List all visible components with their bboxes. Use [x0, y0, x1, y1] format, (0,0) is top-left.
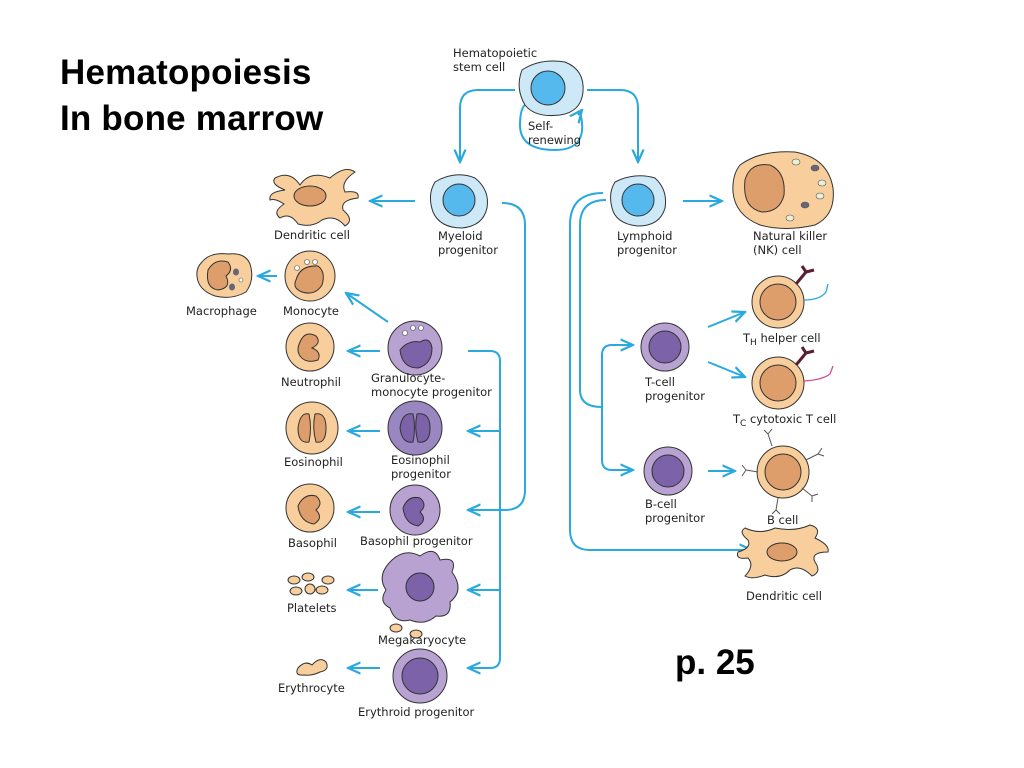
- label-b-prog-line2: progenitor: [645, 511, 705, 525]
- label-megakaryocyte: Megakaryocyte: [378, 633, 466, 647]
- b-cell-progenitor-cell: [643, 446, 693, 496]
- neutrophil-cell: [285, 322, 335, 372]
- slide-title-line1: Hematopoiesis: [60, 53, 312, 92]
- arrow-t-to-tc: [707, 361, 745, 377]
- self-renewing-loop: [518, 103, 584, 152]
- myeloid-trunk: [468, 350, 501, 668]
- label-macrophage: Macrophage: [186, 304, 257, 318]
- label-eosinophil: Eosinophil: [284, 455, 343, 469]
- label-myeloid-line2: progenitor: [438, 243, 498, 257]
- basophil-progenitor-cell: [389, 484, 441, 536]
- arrow-stem-to-myeloid: [460, 89, 515, 162]
- label-tc-cell: TC cytotoxic T cell: [732, 412, 836, 429]
- lymphoid-progenitor-cell: [610, 175, 666, 227]
- eosinophil-progenitor-cell: [387, 400, 443, 456]
- label-monocyte: Monocyte: [283, 304, 339, 318]
- myeloid-progenitor-cell: [429, 174, 488, 229]
- stem-cell: [518, 60, 584, 116]
- label-nk-line2: (NK) cell: [753, 243, 802, 257]
- tc-cytotoxic-cell: [751, 346, 834, 410]
- label-neutrophil: Neutrophil: [281, 375, 341, 389]
- label-myeloid-line1: Myeloid: [438, 229, 483, 243]
- label-t-prog-line2: progenitor: [645, 389, 705, 403]
- label-gm-line2: monocyte progenitor: [371, 385, 492, 399]
- label-eos-prog-line1: Eosinophil: [391, 453, 450, 467]
- label-erythroid-prog: Erythroid progenitor: [358, 705, 474, 719]
- erythroid-progenitor-cell: [392, 648, 448, 704]
- label-platelets: Platelets: [287, 601, 337, 615]
- label-t-prog-line1: T-cell: [644, 375, 675, 389]
- label-self-renew-line2: renewing: [528, 133, 581, 147]
- arrow-gm-to-monocyte: [346, 293, 389, 323]
- lymphoid-tb-trunk: [601, 344, 633, 470]
- antibody-receptors-icon: [741, 428, 825, 515]
- label-baso-prog: Basophil progenitor: [360, 534, 473, 548]
- label-dendritic-right: Dendritic cell: [746, 589, 822, 603]
- label-basophil: Basophil: [288, 536, 337, 550]
- megakaryocyte-cell: [381, 550, 459, 639]
- label-erythrocyte: Erythrocyte: [278, 681, 345, 695]
- label-th-cell: TH helper cell: [742, 331, 821, 348]
- connectors: [258, 89, 752, 668]
- monocyte-cell: [284, 250, 336, 302]
- th-helper-cell: [751, 265, 829, 329]
- eosinophil-cell: [285, 401, 339, 455]
- gm-progenitor-cell: [387, 320, 443, 376]
- label-gm-line1: Granulocyte-: [371, 371, 445, 385]
- macrophage-cell: [196, 253, 253, 298]
- myeloid-branch-line: [468, 202, 526, 510]
- labels: Hematopoietic stem cell Self- renewing M…: [186, 46, 836, 719]
- label-eos-prog-line2: progenitor: [391, 467, 451, 481]
- dendritic-cell-right: [737, 524, 829, 579]
- arrow-t-to-th: [707, 312, 745, 328]
- label-dendritic-left: Dendritic cell: [274, 228, 350, 242]
- page-reference: p. 25: [675, 643, 755, 682]
- arrow-stem-to-lymphoid: [587, 89, 638, 162]
- b-cell: [741, 428, 825, 515]
- slide-title-line2: In bone marrow: [60, 99, 324, 138]
- t-cell-progenitor-cell: [640, 322, 690, 372]
- dendritic-cell-left: [269, 169, 359, 227]
- label-b-prog-line1: B-cell: [645, 497, 677, 511]
- label-stem-line1: Hematopoietic: [453, 46, 537, 60]
- basophil-cell: [285, 483, 335, 533]
- label-stem-line2: stem cell: [453, 60, 505, 74]
- lymphoid-branch-inner: [579, 199, 607, 408]
- nk-cell: [732, 151, 834, 229]
- label-self-renew-line1: Self-: [528, 119, 553, 133]
- label-lymphoid-line1: Lymphoid: [617, 229, 672, 243]
- label-lymphoid-line2: progenitor: [617, 243, 677, 257]
- platelets-cluster: [287, 572, 335, 596]
- label-nk-line1: Natural killer: [753, 229, 827, 243]
- label-b-cell: B cell: [767, 513, 798, 527]
- lymphoid-branch-outer: [569, 192, 752, 550]
- erythrocyte-cell: [296, 659, 328, 676]
